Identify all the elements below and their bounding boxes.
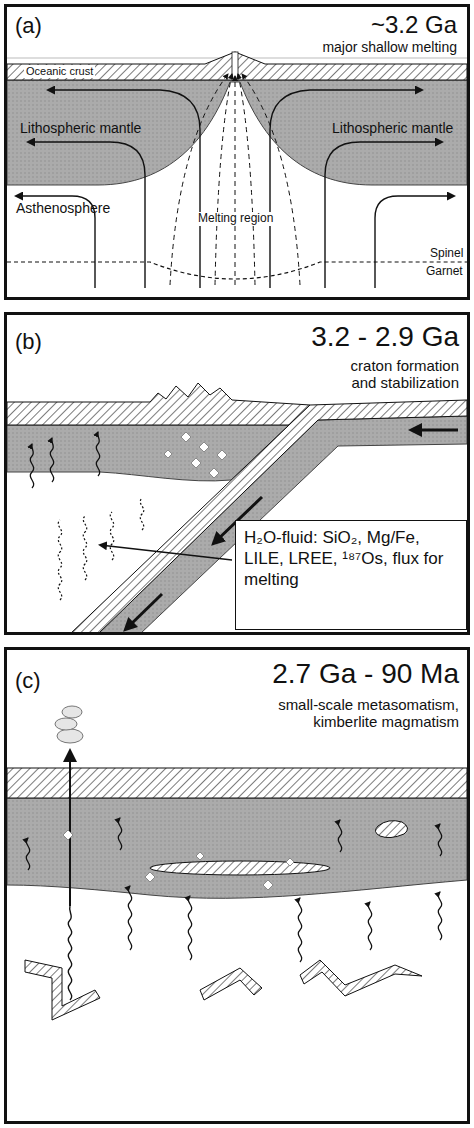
slab-fragment (300, 960, 422, 996)
fluid-arrow (298, 898, 301, 962)
diamond (199, 442, 209, 452)
fluid-arrow (30, 444, 33, 488)
panel-letter: (c) (15, 668, 41, 693)
ridge-axis (232, 52, 238, 80)
fluid-arrow (338, 820, 341, 852)
plate-motion-arrow (126, 594, 162, 629)
note-box: H₂O-fluid: SiO₂, Mg/Fe, LILE, LREE, ¹⁸⁷O… (235, 520, 467, 630)
leader-arrow (100, 545, 232, 560)
melt-path (215, 74, 232, 285)
craton-lithosphere (7, 798, 467, 898)
age-label: 3.2 - 2.9 Ga (311, 321, 459, 353)
crust (7, 768, 467, 798)
kimberlite-feeder (68, 906, 71, 1000)
continental-crust (7, 383, 310, 425)
oceanic-crust (7, 52, 467, 80)
flow-line (270, 90, 422, 288)
diamond (191, 458, 201, 468)
stage-caption: craton formation and stabilization (327, 357, 459, 391)
layer-label: Oceanic crust (24, 65, 95, 78)
diamond (181, 432, 191, 442)
layer-label: Lithospheric mantle (332, 120, 453, 136)
panel-letter: (a) (15, 13, 42, 38)
eruption-cloud (57, 729, 83, 743)
fluid-path (140, 498, 143, 530)
phase-label: Garnet (426, 265, 463, 279)
flow-line (48, 90, 200, 288)
fluid-arrow (26, 838, 29, 870)
layer-label: Asthenosphere (16, 200, 110, 216)
fluid-arrow (188, 896, 191, 960)
panel: (b) 3.2 - 2.9 Ga craton formation and stab… (4, 312, 470, 635)
diamond (209, 468, 219, 478)
panel: (a) ~3.2 Gamajor shallow melting (4, 4, 470, 300)
diamond (196, 852, 204, 860)
spinel-garnet-boundary (7, 262, 467, 279)
metasome-blob (375, 821, 407, 838)
stage-caption: major shallow melting (322, 39, 457, 55)
age-label: 2.7 Ga - 90 Ma (272, 658, 459, 690)
fluid-path (83, 516, 86, 580)
diamond (63, 830, 73, 840)
diamond (286, 858, 294, 866)
age-label: ~3.2 Ga (371, 11, 457, 39)
phase-label: Spinel (430, 247, 463, 261)
slab-fragment (200, 968, 262, 1000)
lithospheric-mantle (7, 80, 467, 185)
fluid-path (110, 512, 113, 560)
fluid-arrow (128, 886, 131, 950)
plate-motion-arrow (412, 429, 458, 432)
slab-fragment (25, 960, 100, 1020)
diamond (263, 880, 273, 890)
melt-path (242, 74, 300, 285)
flow-line (325, 142, 442, 288)
eruption-cloud (62, 706, 82, 718)
fluid-arrow (96, 432, 99, 476)
fluid-path (58, 520, 61, 600)
panel: (c) 2.7 Ga - 90 Ma small-scale metasomatis… (4, 647, 470, 1124)
layer-label: Lithospheric mantle (20, 120, 141, 136)
metasome-lens (150, 861, 330, 875)
fluid-arrow (438, 892, 441, 940)
panel-letter: (b) (15, 329, 42, 354)
melt-path (170, 74, 228, 285)
melt-path (238, 74, 255, 285)
stage-caption: small-scale metasomatism, kimberlite mag… (249, 696, 459, 730)
slab-crust (70, 400, 467, 634)
panel-c-art (7, 706, 467, 1020)
fluid-arrow (438, 824, 441, 856)
note-text: H₂O-fluid: SiO₂, Mg/Fe, LILE, LREE, ¹⁸⁷O… (244, 527, 454, 590)
fluid-arrow (368, 902, 371, 950)
fluid-arrow (50, 438, 53, 482)
melt-path (235, 76, 236, 285)
diamond (217, 450, 227, 460)
diamond (145, 872, 155, 882)
eruption-cloud (55, 718, 77, 730)
region-label: Melting region (196, 212, 275, 226)
fluid-arrow (118, 818, 121, 850)
panel-b-art (7, 383, 467, 634)
panel-a-art (7, 52, 467, 288)
kimberlite-conduit (69, 752, 71, 906)
diamond (164, 450, 172, 458)
